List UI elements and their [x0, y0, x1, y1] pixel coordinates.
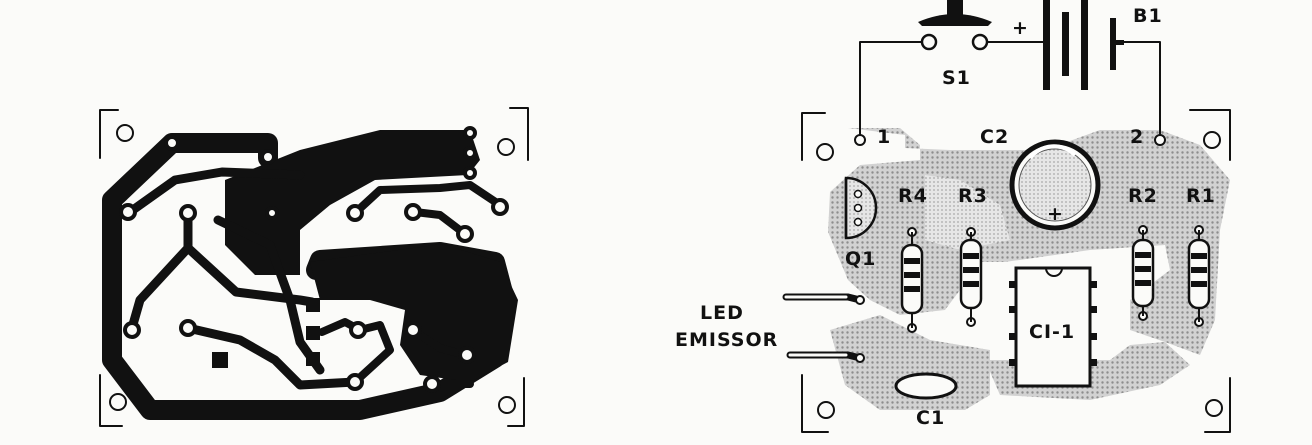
capacitor-c2: [1009, 139, 1101, 231]
corner-marks-right: [801, 109, 1231, 433]
terminal-1-label: 1: [877, 126, 891, 148]
resistor-r3: [959, 232, 983, 322]
terminal-2-label: 2: [1130, 126, 1144, 148]
battery-plus-label: +: [1012, 17, 1029, 39]
mounting-holes-left: [109, 124, 516, 414]
switch-s1: [918, 0, 992, 51]
resistor-r2-label: R2: [1128, 185, 1158, 207]
transistor-q1: [844, 176, 878, 240]
component-layout: S1 B1 + 1 2 C2 + R4 R3 R2 R1 Q1 LED EMIS…: [675, 0, 1231, 433]
pcb-copper-layout: [99, 107, 529, 427]
resistor-r1: [1187, 230, 1211, 322]
switch-s1-label: S1: [942, 67, 971, 89]
battery-b1-label: B1: [1133, 5, 1163, 27]
capacitor-c1-label: C1: [916, 407, 945, 429]
capacitor-c1: [894, 372, 958, 400]
ic-ci1: [1009, 266, 1097, 388]
led-label-line2: EMISSOR: [675, 329, 778, 351]
corner-marks-left: [99, 107, 529, 427]
resistor-r1-label: R1: [1186, 185, 1216, 207]
battery-b1: [1043, 0, 1124, 90]
ic-ci1-label: CI-1: [1029, 321, 1075, 343]
led-emitter-leads: [782, 293, 865, 363]
labels: S1 B1 + 1 2 C2 + R4 R3 R2 R1 Q1 LED EMIS…: [675, 5, 1216, 429]
resistor-r4-label: R4: [898, 185, 928, 207]
capacitor-c2-plus: +: [1047, 203, 1064, 225]
capacitor-c2-label: C2: [980, 126, 1009, 148]
external-wiring: [859, 41, 1161, 141]
mounting-holes-right: [816, 131, 1223, 419]
transistor-q1-label: Q1: [845, 248, 876, 270]
resistor-r3-label: R3: [958, 185, 988, 207]
resistor-r4: [900, 232, 924, 328]
resistor-r2: [1131, 230, 1155, 316]
copper-traces: [102, 130, 518, 420]
copper-pads: [119, 126, 509, 393]
led-label-line1: LED: [700, 302, 744, 324]
